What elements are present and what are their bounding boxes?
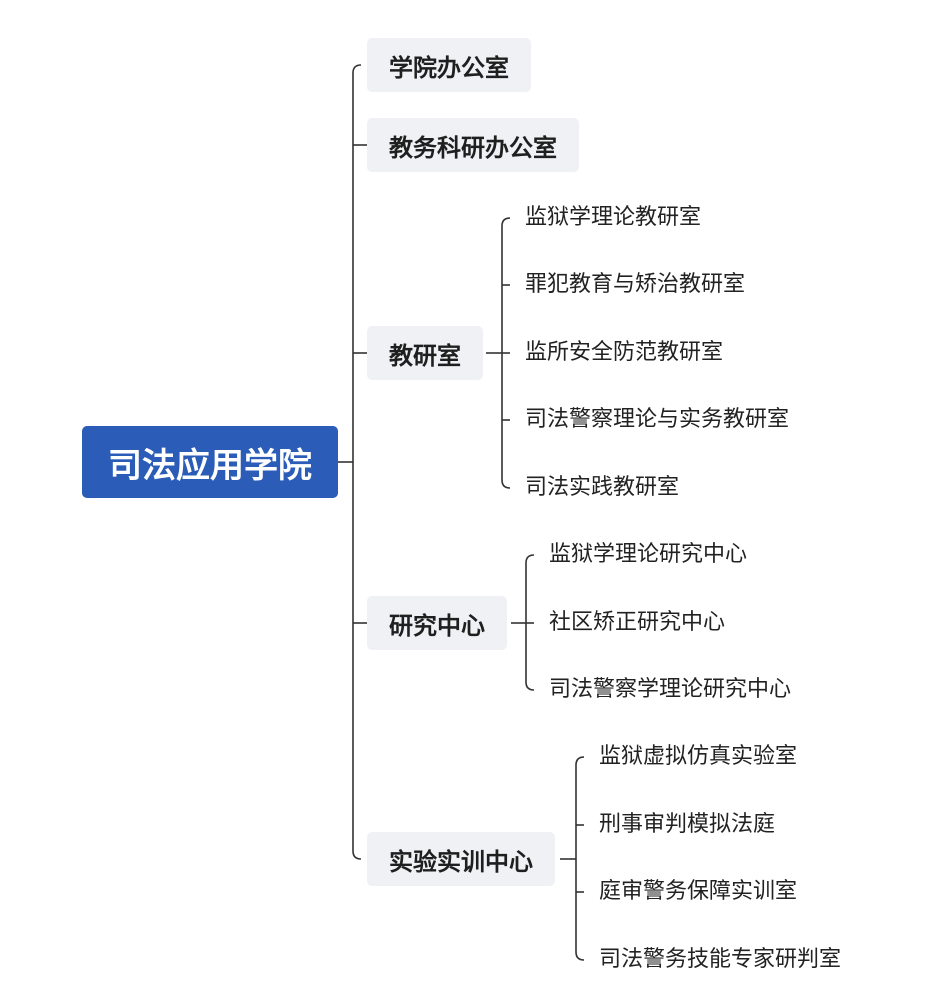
branch-node-research-center[interactable]: 研究中心 [367, 596, 507, 650]
leaf-node[interactable]: 司法实践教研室 [525, 475, 680, 500]
leaf-node[interactable]: 司法警察理论与实务教研室 [525, 407, 790, 432]
leaf-node[interactable]: 社区矫正研究中心 [549, 610, 726, 635]
branch-node-teaching-research[interactable]: 教研室 [367, 326, 483, 380]
leaf-node[interactable]: 刑事审判模拟法庭 [599, 812, 776, 837]
leaf-node[interactable]: 监狱虚拟仿真实验室 [599, 744, 798, 769]
leaf-node[interactable]: 罪犯教育与矫治教研室 [525, 272, 746, 297]
branch-node-office[interactable]: 学院办公室 [367, 38, 531, 92]
leaf-node[interactable]: 司法警务技能专家研判室 [599, 947, 842, 972]
branch-node-academic-office[interactable]: 教务科研办公室 [367, 118, 579, 172]
leaf-node[interactable]: 监所安全防范教研室 [525, 340, 724, 365]
leaf-node[interactable]: 庭审警务保障实训室 [599, 879, 798, 904]
root-node[interactable]: 司法应用学院 [82, 426, 338, 498]
connector-line [352, 64, 362, 860]
leaf-node[interactable]: 监狱学理论教研室 [525, 205, 702, 230]
leaf-node[interactable]: 司法警察学理论研究中心 [549, 677, 792, 702]
branch-node-training-center[interactable]: 实验实训中心 [367, 832, 555, 886]
leaf-node[interactable]: 监狱学理论研究中心 [549, 542, 748, 567]
connector-line [575, 756, 585, 961]
